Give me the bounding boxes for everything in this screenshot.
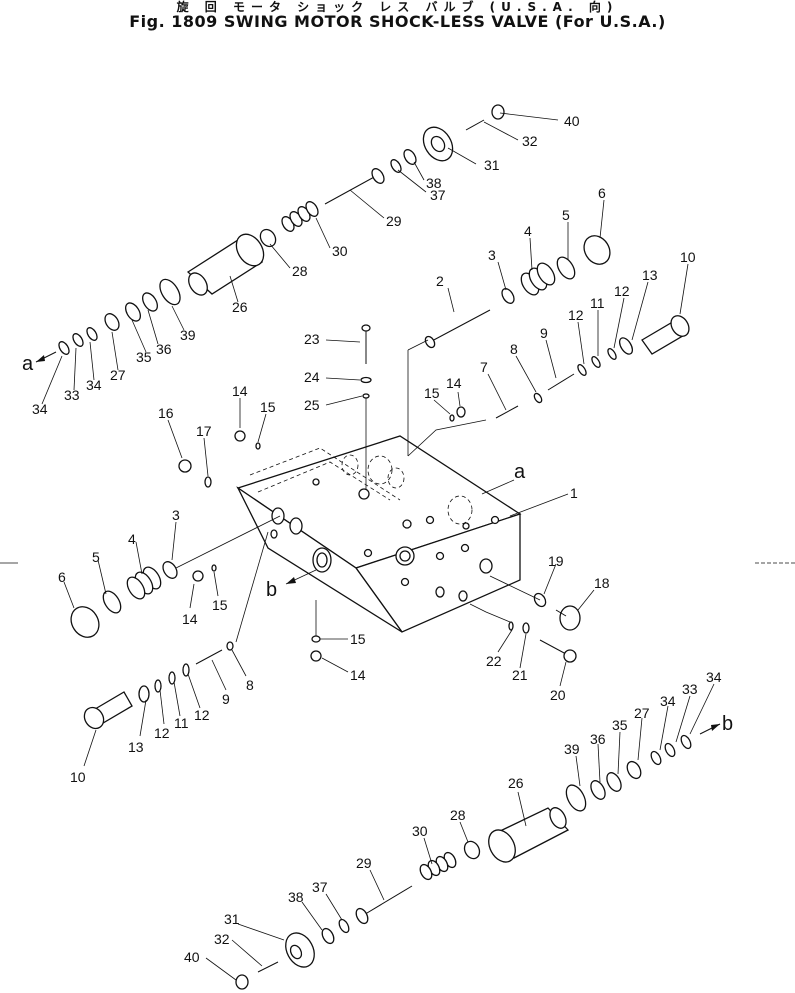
callout-12-right-inner: 12: [568, 307, 584, 323]
callout-12-left-outer: 12: [154, 725, 170, 741]
part-37-upper: [390, 159, 402, 173]
callout-15-mid: 15: [424, 385, 440, 401]
callout-6-right: 6: [598, 185, 606, 201]
callout-23: 23: [304, 331, 320, 347]
callout-14-bottom: 14: [350, 667, 366, 683]
right-assembly: [469, 575, 581, 663]
callout-34-lower-inner: 34: [660, 693, 676, 709]
callout-38-upper: 38: [426, 175, 442, 191]
callout-39-upper: 39: [180, 327, 196, 343]
callout-14-left-top: 14: [232, 383, 248, 399]
callout-39-lower: 39: [564, 741, 580, 757]
callout-4-right: 4: [524, 223, 532, 239]
callout-9-left: 9: [222, 691, 230, 707]
callout-30-lower: 30: [412, 823, 428, 839]
callout-b-body: b: [266, 579, 277, 601]
callout-28-lower: 28: [450, 807, 466, 823]
part-39-upper: [159, 278, 181, 306]
callout-5-left: 5: [92, 549, 100, 565]
upper-spool-assembly: [35, 104, 505, 363]
callout-10-right: 10: [680, 249, 696, 265]
callout-38-lower: 38: [288, 889, 304, 905]
callout-1: 1: [570, 485, 578, 501]
part-40-upper: [491, 104, 505, 120]
callout-9-right: 9: [540, 325, 548, 341]
callout-20: 20: [550, 687, 566, 703]
callout-35-lower: 35: [612, 717, 628, 733]
callout-6-left: 6: [58, 569, 66, 585]
callout-27-upper: 27: [110, 367, 126, 383]
callout-33-lower: 33: [682, 681, 698, 697]
callout-26-upper: 26: [232, 299, 248, 315]
callout-labels: 40 32 31 38 37 29 30 28 26 39 36 35 27 3…: [22, 113, 733, 965]
callout-28-upper: 28: [292, 263, 308, 279]
title-japanese: 旋 回 モータ ショック レス バルブ (U.S.A. 向): [176, 0, 619, 14]
callout-40-upper: 40: [564, 113, 580, 129]
callout-33-upper: 33: [64, 387, 80, 403]
callout-36-upper: 36: [156, 341, 172, 357]
title-english: Fig. 1809 SWING MOTOR SHOCK-LESS VALVE (…: [129, 12, 666, 31]
callout-37-upper: 37: [430, 187, 446, 203]
callout-40-lower: 40: [184, 949, 200, 965]
callout-34-upper-inner: 34: [86, 377, 102, 393]
valve-body: [236, 435, 522, 633]
left-assembly: [70, 430, 322, 730]
callout-a-upper: a: [22, 353, 34, 375]
callout-2: 2: [436, 273, 444, 289]
callout-14-mid: 14: [446, 375, 462, 391]
callout-10-left: 10: [70, 769, 86, 785]
callout-3-left: 3: [172, 507, 180, 523]
callout-19: 19: [548, 553, 564, 569]
part-28-upper: [259, 228, 277, 248]
part-14-left: [234, 430, 246, 442]
callout-16: 16: [158, 405, 174, 421]
callout-b-lower: b: [722, 713, 733, 735]
callout-25: 25: [304, 397, 320, 413]
callout-32-lower: 32: [214, 931, 230, 947]
callout-29-lower: 29: [356, 855, 372, 871]
callout-4-left: 4: [128, 531, 136, 547]
callout-35-upper: 35: [136, 349, 152, 365]
callout-a-body: a: [514, 461, 526, 483]
callout-8-right: 8: [510, 341, 518, 357]
callout-12-right-outer: 12: [614, 283, 630, 299]
part-30-upper: [281, 201, 319, 232]
callout-15-left-top: 15: [260, 399, 276, 415]
callout-7: 7: [480, 359, 488, 375]
callout-17: 17: [196, 423, 212, 439]
callout-8-left: 8: [246, 677, 254, 693]
callout-13-right: 13: [642, 267, 658, 283]
lower-spool-assembly: [235, 723, 721, 990]
leader-lines: [41, 112, 715, 981]
callout-11-left: 11: [174, 715, 189, 731]
callout-30-upper: 30: [332, 243, 348, 259]
callout-29-upper: 29: [386, 213, 402, 229]
right-upper-assembly: [360, 235, 690, 490]
callout-15-left-mid: 15: [212, 597, 228, 613]
callout-34-lower-outer: 34: [706, 669, 722, 685]
callout-21: 21: [512, 667, 528, 683]
callout-3-right: 3: [488, 247, 496, 263]
callout-31-lower: 31: [224, 911, 240, 927]
callout-12-left-inner: 12: [194, 707, 210, 723]
callout-13-left: 13: [128, 739, 144, 755]
callout-18: 18: [594, 575, 610, 591]
callout-37-lower: 37: [312, 879, 328, 895]
callout-22: 22: [486, 653, 502, 669]
part-32-upper: [465, 119, 485, 131]
callout-26-lower: 26: [508, 775, 524, 791]
callout-14-left-mid: 14: [182, 611, 198, 627]
callout-31-upper: 31: [484, 157, 500, 173]
callout-24: 24: [304, 369, 320, 385]
callout-15-bottom: 15: [350, 631, 366, 647]
callout-32-upper: 32: [522, 133, 538, 149]
callout-36-lower: 36: [590, 731, 606, 747]
callout-34-upper-outer: 34: [32, 401, 48, 417]
callout-5-right: 5: [562, 207, 570, 223]
callout-27-lower: 27: [634, 705, 650, 721]
callout-11-right: 11: [590, 295, 605, 311]
part-38-upper: [403, 149, 417, 165]
